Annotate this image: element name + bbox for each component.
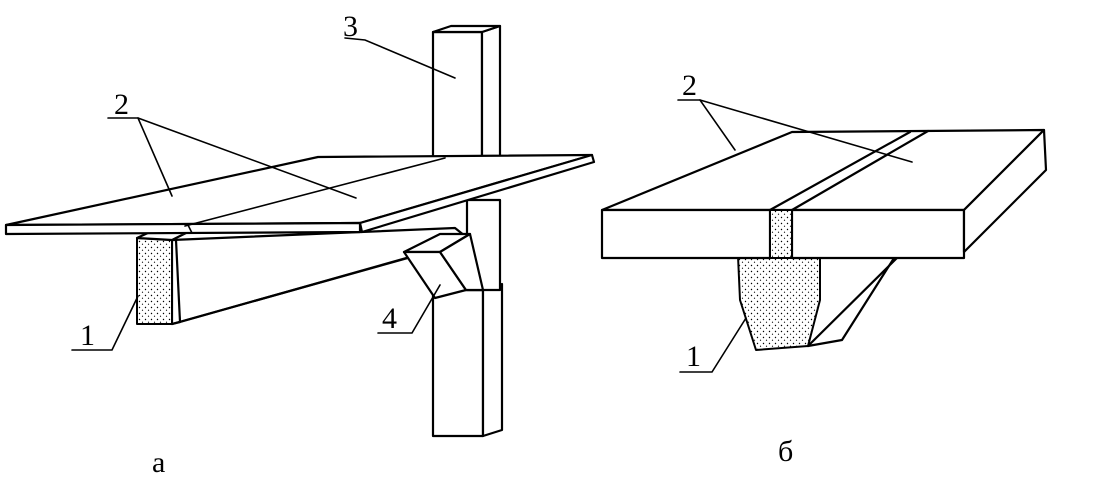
- caption-b: б: [778, 435, 793, 468]
- slab-plate-b: [600, 128, 1048, 260]
- column-upper: [431, 24, 502, 162]
- t-beam-section: [737, 255, 821, 351]
- label-beam-1-a: 1: [80, 319, 95, 352]
- column-lower: [431, 198, 504, 438]
- leaders-b: [677, 99, 913, 373]
- figure-b: 2 1 б: [600, 69, 1048, 468]
- label-column-3: 3: [343, 10, 358, 43]
- slab-joint: [769, 209, 793, 259]
- beam-end-section: [136, 237, 173, 325]
- label-console-4: 4: [382, 302, 397, 335]
- column-console: [402, 232, 485, 300]
- label-slabs-2-b: 2: [682, 69, 697, 102]
- caption-a: а: [152, 446, 165, 479]
- label-beam-1-b: 1: [686, 340, 701, 373]
- slab-plate-a: [4, 153, 596, 236]
- leaders-a: [71, 37, 456, 351]
- label-slabs-2-a: 2: [114, 88, 129, 121]
- figure-a: 3 2 1 4 а: [4, 10, 596, 479]
